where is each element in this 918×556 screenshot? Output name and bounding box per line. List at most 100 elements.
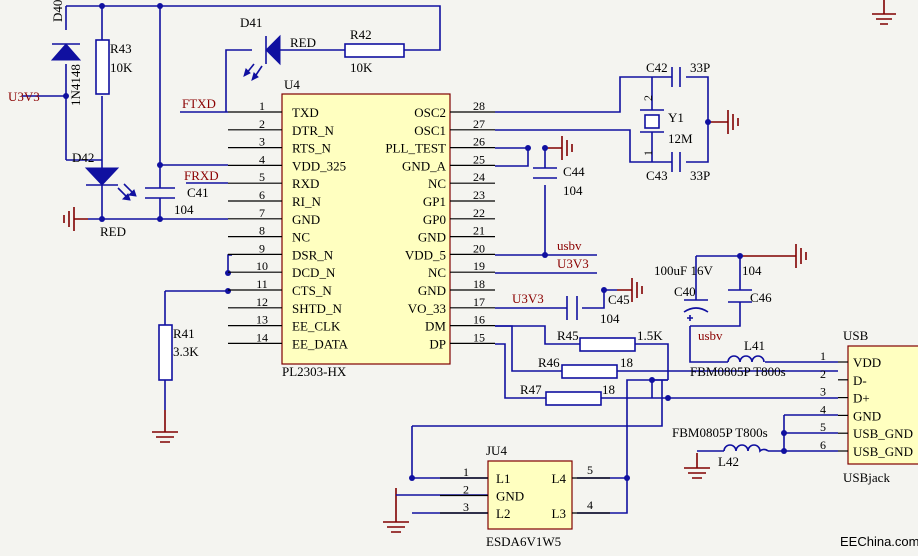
- ju4-pin-1-name: L1: [496, 471, 510, 486]
- u4-pin-7-name: GND: [292, 212, 320, 227]
- y1-ref: Y1: [668, 110, 684, 125]
- u4-pin-26-name: PLL_TEST: [385, 141, 446, 156]
- u4-pin-21-name: GND: [418, 230, 446, 245]
- u4-pin-9-number: 9: [259, 241, 265, 255]
- u4-pin-10-name: DCD_N: [292, 265, 336, 280]
- d42-ref: D42: [72, 150, 94, 165]
- c40-ref: C40: [674, 284, 696, 299]
- r41-ref: R41: [173, 326, 195, 341]
- usb-connector-body: [847, 345, 918, 465]
- d42-led-symbol: [84, 167, 137, 201]
- r42-resistor-body: [344, 43, 405, 58]
- u4-pin-17-number: 17: [473, 295, 485, 309]
- usb-ref: USB: [843, 328, 869, 343]
- r47-ref: R47: [520, 382, 542, 397]
- c46-value: 104: [742, 263, 762, 278]
- l42-ref: L42: [718, 454, 739, 469]
- u4-pin-24-number: 24: [473, 170, 485, 184]
- u4-pin-21-number: 21: [473, 224, 485, 238]
- ju4-pin-5-number: 5: [587, 463, 593, 477]
- y1-value: 12M: [668, 131, 693, 146]
- u4-pin-28-name: OSC2: [414, 105, 446, 120]
- l42-value: FBM0805P T800s: [672, 425, 768, 440]
- u4-value: PL2303-HX: [282, 364, 347, 379]
- l41-inductor-coil: [727, 355, 765, 363]
- ju4-pin-4-name: L3: [552, 506, 566, 521]
- c44-capacitor-plates: [533, 167, 557, 179]
- c46-ref: C46: [750, 290, 772, 305]
- l42-inductor-coil: [723, 444, 769, 453]
- junction-dots: [63, 3, 787, 481]
- usb-pin-3-name: D+: [853, 391, 870, 406]
- r45-value: 1.5K: [637, 328, 663, 343]
- u4-pin-20-number: 20: [473, 241, 485, 255]
- usb-pin-1-name: VDD: [853, 355, 881, 370]
- u4-pin-5-name: RXD: [292, 176, 319, 191]
- ju4-pins: 1 L1 2 GND 3 L2 5L4 4L3: [440, 463, 610, 521]
- c44-value: 104: [563, 183, 583, 198]
- ju4-pin-2-number: 2: [463, 483, 469, 497]
- u4-pin-12-number: 12: [256, 295, 268, 309]
- usb-pin-2-name: D-: [853, 373, 867, 388]
- u4-pin-8-number: 8: [259, 224, 265, 238]
- r45-ref: R45: [557, 328, 579, 343]
- r42-value: 10K: [350, 60, 373, 75]
- r47-resistor-body: [545, 391, 602, 406]
- net-u3v3-a: U3V3: [557, 256, 589, 271]
- u4-pin-16-name: DM: [425, 319, 446, 334]
- u4-pin-22-number: 22: [473, 206, 485, 220]
- ju4-value: ESDA6V1W5: [486, 534, 561, 549]
- u4-pin-14-number: 14: [256, 330, 268, 344]
- l41-value: FBM0805P T800s: [690, 364, 786, 379]
- usb-pin-4-number: 4: [820, 402, 826, 416]
- u4-pin-18-name: GND: [418, 283, 446, 298]
- d40-diode-symbol: [50, 43, 82, 61]
- c42-capacitor-plates: [671, 67, 681, 87]
- u4-pin-27-name: OSC1: [414, 123, 446, 138]
- ju4-pin-5-name: L4: [552, 471, 567, 486]
- ju4-pin-4-number: 4: [587, 498, 593, 512]
- u4-pin-3-name: RTS_N: [292, 141, 332, 156]
- l41-ref: L41: [744, 338, 765, 353]
- c40-value: 100uF 16V: [654, 263, 713, 278]
- r47-value: 18: [602, 382, 615, 397]
- u4-ic-body: [281, 93, 451, 365]
- ju4-pin-3-number: 3: [463, 500, 469, 514]
- c43-value: 33P: [690, 168, 710, 183]
- d40-ref: D40: [50, 0, 65, 22]
- u4-pin-25-number: 25: [473, 152, 485, 166]
- u4-pin-26-number: 26: [473, 135, 485, 149]
- usb-pin-5-name: USB_GND: [853, 426, 913, 441]
- r41-resistor-body: [158, 324, 173, 381]
- ju4-pin-3-name: L2: [496, 506, 510, 521]
- c43-ref: C43: [646, 168, 668, 183]
- usb-value: USBjack: [843, 470, 890, 485]
- u4-pin-17-name: VO_33: [408, 301, 446, 316]
- u4-pin-23-number: 23: [473, 188, 485, 202]
- u4-pin-8-name: NC: [292, 230, 310, 245]
- u4-pin-11-name: CTS_N: [292, 283, 332, 298]
- c46-capacitor-plates: [728, 289, 752, 303]
- ju4-esd-body: [487, 460, 573, 530]
- usb-pin-3-number: 3: [820, 385, 826, 399]
- ju4-pin-2-name: GND: [496, 489, 524, 504]
- u4-pin-1-name: TXD: [292, 105, 319, 120]
- usb-pin-5-number: 5: [820, 420, 826, 434]
- u4-pin-14-name: EE_DATA: [292, 336, 349, 351]
- u4-pin-25-name: GND_A: [402, 158, 447, 173]
- u4-pin-23-name: GP1: [423, 194, 446, 209]
- usb-pin-1-number: 1: [820, 349, 826, 363]
- ju4-pin-1-number: 1: [463, 465, 469, 479]
- u4-pin-19-name: NC: [428, 265, 446, 280]
- u4-pin-19-number: 19: [473, 259, 485, 273]
- u4-right-pins: 28OSC227OSC126PLL_TEST25GND_A24NC23GP122…: [385, 99, 495, 351]
- c44-ref: C44: [563, 164, 585, 179]
- r43-resistor-body: [95, 39, 110, 95]
- c42-value: 33P: [690, 60, 710, 75]
- u4-pin-4-name: VDD_325: [292, 158, 346, 173]
- u4-pin-9-name: DSR_N: [292, 247, 334, 262]
- u4-pin-7-number: 7: [259, 206, 265, 220]
- r46-resistor-body: [561, 364, 618, 379]
